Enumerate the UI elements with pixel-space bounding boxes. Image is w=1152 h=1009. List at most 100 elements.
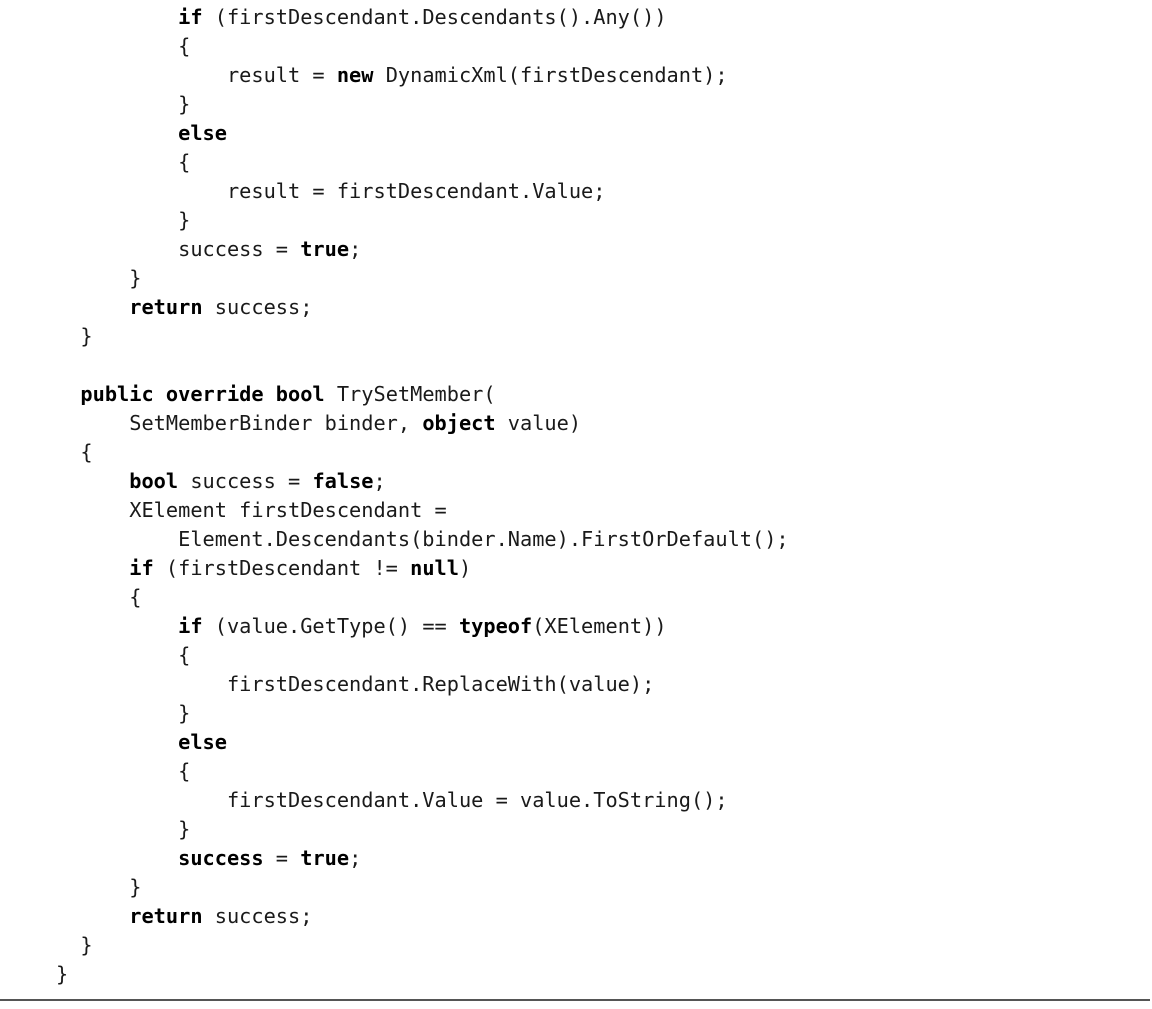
code-text bbox=[56, 121, 178, 145]
code-text: } bbox=[56, 266, 142, 290]
code-text: TrySetMember( bbox=[324, 382, 496, 406]
code-line: { bbox=[56, 583, 789, 612]
code-text: firstDescendant.ReplaceWith(value); bbox=[56, 672, 655, 696]
code-text: } bbox=[56, 324, 93, 348]
code-text bbox=[56, 556, 129, 580]
code-text: (firstDescendant.Descendants().Any()) bbox=[202, 5, 667, 29]
code-text: (firstDescendant != bbox=[153, 556, 411, 580]
code-text: } bbox=[56, 208, 191, 232]
code-text: DynamicXml(firstDescendant); bbox=[373, 63, 728, 87]
code-line: Element.Descendants(binder.Name).FirstOr… bbox=[56, 525, 789, 554]
code-text: ; bbox=[373, 469, 386, 493]
code-text: result = bbox=[56, 63, 337, 87]
code-line: if (firstDescendant.Descendants().Any()) bbox=[56, 3, 789, 32]
code-keyword: object bbox=[422, 411, 496, 435]
code-keyword: typeof bbox=[458, 614, 533, 638]
code-keyword: return bbox=[129, 904, 203, 928]
code-text: success = bbox=[178, 469, 313, 493]
code-text: { bbox=[56, 759, 191, 783]
code-keyword: success bbox=[178, 846, 264, 870]
code-line: SetMemberBinder binder, object value) bbox=[56, 409, 789, 438]
code-text: { bbox=[56, 643, 191, 667]
code-line: } bbox=[56, 206, 789, 235]
code-listing: if (firstDescendant.Descendants().Any())… bbox=[56, 3, 789, 989]
code-line: } bbox=[56, 699, 789, 728]
code-text: result = firstDescendant.Value; bbox=[56, 179, 606, 203]
code-line: { bbox=[56, 32, 789, 61]
code-text: { bbox=[56, 150, 191, 174]
code-text: { bbox=[56, 440, 93, 464]
code-line: XElement firstDescendant = bbox=[56, 496, 789, 525]
code-text: } bbox=[56, 817, 191, 841]
code-keyword: else bbox=[178, 730, 227, 754]
code-line: result = firstDescendant.Value; bbox=[56, 177, 789, 206]
code-text: } bbox=[56, 962, 69, 986]
code-text: (XElement)) bbox=[532, 614, 667, 638]
code-line: } bbox=[56, 873, 789, 902]
code-keyword: new bbox=[336, 63, 374, 87]
code-text: { bbox=[56, 34, 191, 58]
code-line: } bbox=[56, 815, 789, 844]
code-text bbox=[56, 382, 80, 406]
code-keyword: return bbox=[129, 295, 203, 319]
code-text: value) bbox=[495, 411, 582, 435]
code-text: { bbox=[56, 585, 142, 609]
code-text: } bbox=[56, 92, 191, 116]
code-text: SetMemberBinder binder, bbox=[56, 411, 423, 435]
code-text: XElement firstDescendant = bbox=[56, 498, 447, 522]
code-line: result = new DynamicXml(firstDescendant)… bbox=[56, 61, 789, 90]
code-line: } bbox=[56, 90, 789, 119]
code-line: { bbox=[56, 757, 789, 786]
code-text bbox=[56, 5, 178, 29]
code-text: success; bbox=[202, 904, 313, 928]
code-keyword: public override bool bbox=[80, 382, 325, 406]
code-line: success = true; bbox=[56, 844, 789, 873]
code-text: success = bbox=[56, 237, 301, 261]
code-keyword: if bbox=[129, 556, 154, 580]
code-line: { bbox=[56, 438, 789, 467]
code-line: return success; bbox=[56, 902, 789, 931]
code-line: if (value.GetType() == typeof(XElement)) bbox=[56, 612, 789, 641]
code-line: firstDescendant.ReplaceWith(value); bbox=[56, 670, 789, 699]
code-text: } bbox=[56, 875, 142, 899]
code-text: ; bbox=[349, 237, 362, 261]
code-keyword: true bbox=[300, 237, 350, 261]
code-line: public override bool TrySetMember( bbox=[56, 380, 789, 409]
code-text bbox=[56, 295, 129, 319]
code-line: { bbox=[56, 641, 789, 670]
code-line: } bbox=[56, 960, 789, 989]
code-line: } bbox=[56, 931, 789, 960]
code-keyword: if bbox=[178, 614, 203, 638]
code-text: firstDescendant.Value = value.ToString()… bbox=[56, 788, 728, 812]
code-line: success = true; bbox=[56, 235, 789, 264]
code-text: } bbox=[56, 701, 191, 725]
horizontal-rule bbox=[0, 999, 1150, 1001]
code-keyword: true bbox=[300, 846, 350, 870]
code-keyword: false bbox=[312, 469, 374, 493]
code-text: (value.GetType() == bbox=[202, 614, 459, 638]
code-text bbox=[56, 469, 129, 493]
code-line: } bbox=[56, 264, 789, 293]
code-text bbox=[56, 730, 178, 754]
code-line: else bbox=[56, 728, 789, 757]
code-line: return success; bbox=[56, 293, 789, 322]
code-line: { bbox=[56, 148, 789, 177]
code-keyword: bool bbox=[129, 469, 179, 493]
code-keyword: null bbox=[410, 556, 459, 580]
code-text bbox=[56, 904, 129, 928]
code-text bbox=[56, 846, 178, 870]
code-line: else bbox=[56, 119, 789, 148]
code-text: success; bbox=[202, 295, 313, 319]
code-line bbox=[56, 351, 789, 380]
code-text: ) bbox=[458, 556, 472, 580]
code-text: Element.Descendants(binder.Name).FirstOr… bbox=[56, 527, 789, 551]
code-text bbox=[56, 614, 178, 638]
code-keyword: if bbox=[178, 5, 203, 29]
code-line: bool success = false; bbox=[56, 467, 789, 496]
code-line: } bbox=[56, 322, 789, 351]
code-text: = bbox=[263, 846, 301, 870]
code-text: } bbox=[56, 933, 93, 957]
code-keyword: else bbox=[178, 121, 227, 145]
code-line: firstDescendant.Value = value.ToString()… bbox=[56, 786, 789, 815]
code-line: if (firstDescendant != null) bbox=[56, 554, 789, 583]
